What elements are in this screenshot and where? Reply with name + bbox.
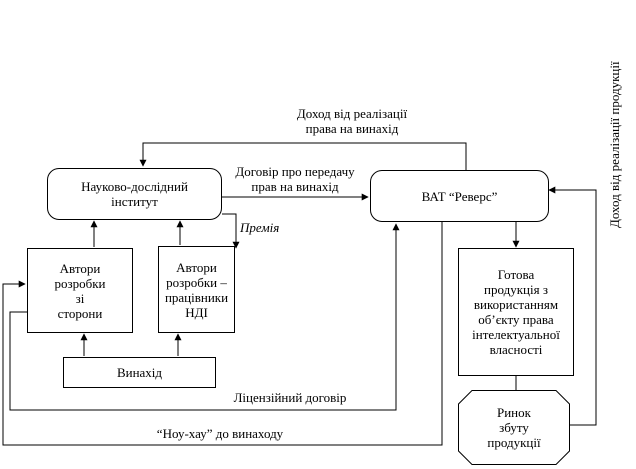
market-label: Ринок збуту продукції xyxy=(487,405,541,450)
income-products-label: Доход від реалізації продукції xyxy=(607,61,622,228)
bonus-label: Премія xyxy=(240,220,280,235)
know-how-label: “Ноу-хау” до винаходу xyxy=(156,426,284,441)
market-box: Ринок збуту продукції xyxy=(458,390,570,465)
know-how-arrow xyxy=(2,222,443,446)
income-rights-label: Доход від реалізації права на винахід xyxy=(296,106,408,136)
vat-revers-box: ВАТ “Реверс” xyxy=(370,170,549,222)
external-authors-label: Автори розробки зі сторони xyxy=(54,260,106,321)
external-authors-box: Автори розробки зі сторони xyxy=(27,248,133,333)
vat-revers-label: ВАТ “Реверс” xyxy=(421,188,498,204)
product-box: Готова продукція з використанням об’єкту… xyxy=(458,248,574,376)
invention-box: Винахід xyxy=(63,357,216,388)
ndi-authors-box: Автори розробки – працівники НДІ xyxy=(158,246,235,333)
invention-label: Винахід xyxy=(116,365,163,380)
income-products-arrow xyxy=(548,186,597,426)
income-rights-arrow xyxy=(139,142,467,170)
institute-label: Науково-дослідний інститут xyxy=(81,179,188,209)
institute-box: Науково-дослідний інститут xyxy=(47,168,222,220)
market-octagon xyxy=(458,390,570,465)
bonus-arrow xyxy=(222,213,240,249)
license-agreement-arrow xyxy=(9,223,400,411)
ndi-authors-label: Автори розробки – працівники НДІ xyxy=(164,259,229,320)
product-label: Готова продукція з використанням об’єкту… xyxy=(472,267,560,357)
transfer-agreement-label: Договір про передачу прав на винахід xyxy=(235,164,355,194)
license-agreement-label: Ліцензійний договір xyxy=(233,390,347,405)
